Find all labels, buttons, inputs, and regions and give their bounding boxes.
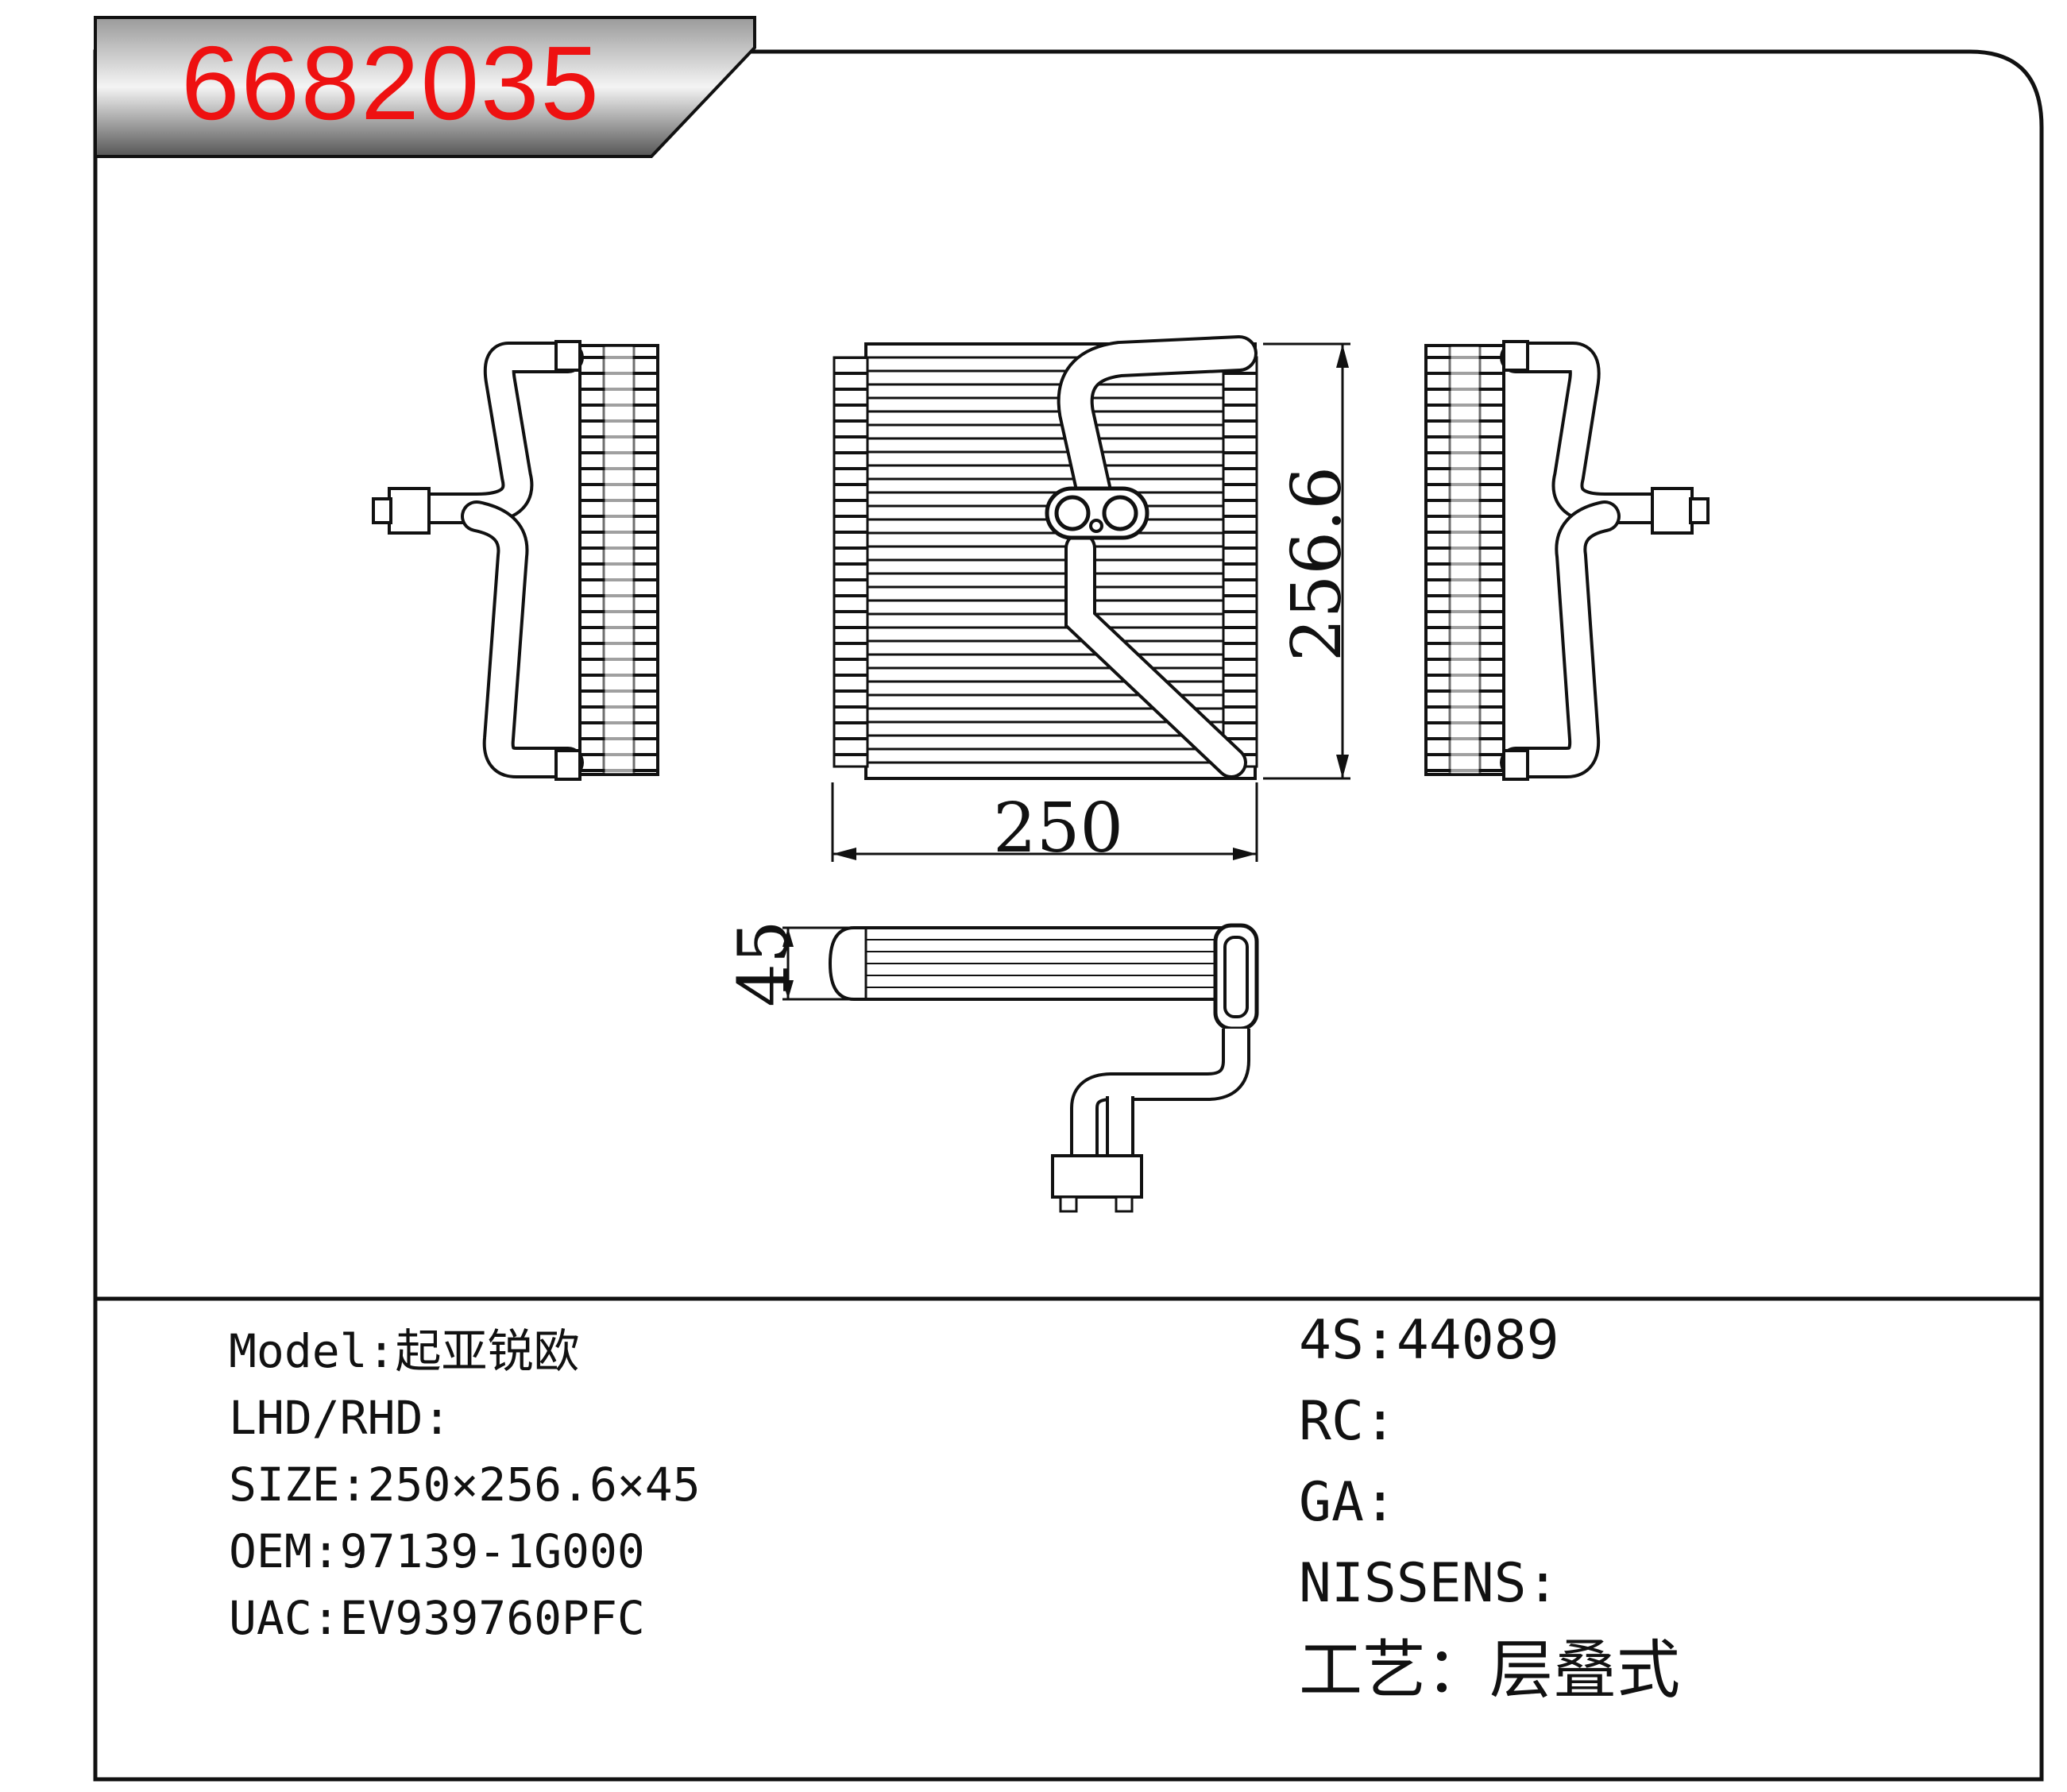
- left-side-view: [372, 340, 659, 781]
- spec-lhd-rhd: LHD/RHD:: [229, 1391, 451, 1445]
- spec-size: SIZE:250×256.6×45: [229, 1458, 701, 1512]
- spec-ga: GA:: [1299, 1471, 1397, 1534]
- spec-oem: OEM:97139-1G000: [229, 1524, 645, 1578]
- spec-nissens: NISSENS:: [1299, 1552, 1559, 1615]
- part-number: 6682035: [181, 25, 601, 141]
- spec-4s: 4S:44089: [1299, 1309, 1559, 1372]
- height-dimension-label: 256.6: [1277, 465, 1358, 662]
- right-side-view: [1424, 340, 1710, 781]
- top-view: [782, 923, 1259, 1213]
- spec-process: 工艺：层叠式: [1299, 1633, 1680, 1707]
- depth-dimension-label: 45: [724, 920, 804, 1007]
- title-tab: [94, 16, 756, 158]
- front-view: [831, 335, 1350, 862]
- width-dimension-label: 250: [993, 789, 1124, 868]
- spec-model: Model:起亚锐欧: [229, 1324, 580, 1378]
- spec-uac: UAC:EV939760PFC: [229, 1591, 645, 1645]
- spec-rc: RC:: [1299, 1390, 1397, 1453]
- sheet-border: [93, 49, 2044, 1782]
